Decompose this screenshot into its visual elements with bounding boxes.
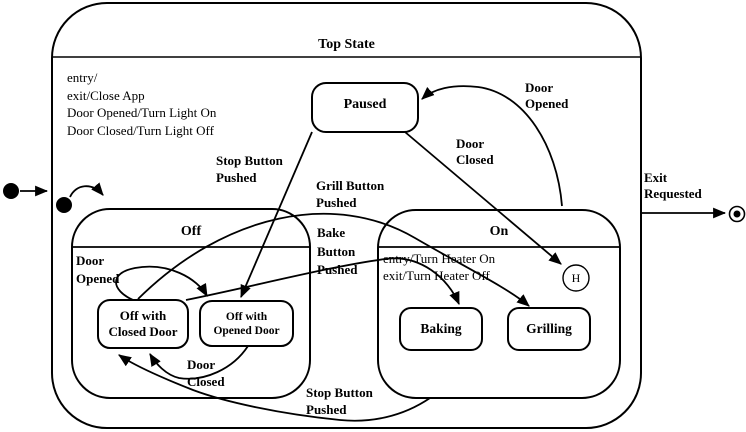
transition-label-bake-button: Bake Button Pushed [317,224,357,280]
closed-to-opened-door-opened-arrow [115,265,208,301]
inner-initial-state-icon [56,197,72,213]
grilling-state-label: Grilling [526,321,572,336]
off-closed-door-state-label: Off with Closed Door [98,300,188,348]
off-state-border [71,208,311,399]
history-label: H [571,270,581,285]
top-state-action-door-opened: Door Opened/Turn Light On [67,105,217,120]
on-state-border [377,209,621,399]
transition-label-exit-requested: Exit Requested [644,170,702,202]
top-state-actions: entry/ exit/Close App Door Opened/Turn L… [67,69,216,139]
door-opened-off-line2: Opened [76,270,120,286]
door-opened-off-line1: Door [76,253,105,268]
exit-requested-line2: Requested [644,186,702,201]
door-closed-top-line1: Door [456,136,485,151]
transition-label-door-opened-top: Door Opened [525,80,568,112]
off-closed-door-state-box [97,299,189,349]
door-closed-off-line2: Closed [187,374,225,389]
final-state-dot [733,210,741,218]
off-opened-door-line2: Opened Door [213,324,280,337]
inner-initial-to-off-arrow [69,182,104,198]
exit-requested-line1: Exit [644,170,668,185]
on-state-title: On [489,224,509,239]
baking-state-label: Baking [420,321,462,336]
off-state-title: Off [180,224,202,239]
transition-label-stop-button-lower: Stop Button Pushed [306,384,373,418]
on-to-paused-door-opened-arrow [421,85,563,207]
paused-state-box [311,82,419,133]
top-state-title: Top State [318,37,375,52]
off-closed-door-line1: Off with [119,308,167,323]
closed-door-to-grilling-arrow [137,212,530,307]
stop-lower-line2: Pushed [306,402,347,417]
transition-label-stop-button-upper: Stop Button Pushed [216,152,283,186]
top-state-border [51,2,642,429]
opened-to-closed-door-closed-arrow [149,345,249,380]
stop-upper-line2: Pushed [216,170,257,185]
paused-to-off-opened-stop-arrow [240,131,313,298]
grill-line2: Pushed [316,195,357,210]
baking-state-box [399,307,483,351]
on-state-actions: entry/Turn Heater On exit/Turn Heater Of… [383,250,495,284]
off-opened-door-state-label: Off with Opened Door [200,301,293,346]
transition-label-door-closed-top: Door Closed [456,136,494,168]
history-icon [562,264,590,292]
off-closed-door-line2: Closed Door [108,324,178,339]
transition-label-door-closed-off: Door Closed [187,356,225,390]
top-state-action-exit: exit/Close App [67,87,145,103]
door-opened-top-line1: Door [525,80,554,95]
on-to-closed-door-stop-arrow [118,354,431,422]
door-closed-top-line2: Closed [456,152,494,167]
top-state-action-entry: entry/ [67,70,98,85]
stop-upper-line1: Stop Button [216,153,283,168]
stop-lower-line1: Stop Button [306,385,373,400]
paused-to-history-door-closed-arrow [404,131,562,265]
bake-line3: Pushed [317,262,358,277]
door-opened-top-line2: Opened [525,96,569,111]
bake-line2: Button [317,243,356,259]
paused-state-label: Paused [343,97,387,112]
on-state-action-entry: entry/Turn Heater On [383,251,496,266]
door-closed-off-line1: Door [187,357,216,372]
on-state-action-exit: exit/Turn Heater Off [383,268,490,283]
transition-label-grill-button: Grill Button Pushed [316,177,384,211]
grilling-state-box [507,307,591,351]
off-opened-door-line1: Off with [225,310,268,323]
off-opened-door-state-box [199,300,294,347]
transition-label-door-opened-off: Door Opened [76,252,119,287]
top-state-action-door-closed: Door Closed/Turn Light Off [67,122,214,138]
initial-state-icon [3,183,19,199]
bake-line1: Bake [317,225,346,240]
grill-line1: Grill Button [316,178,385,193]
closed-door-to-baking-arrow [185,257,460,305]
